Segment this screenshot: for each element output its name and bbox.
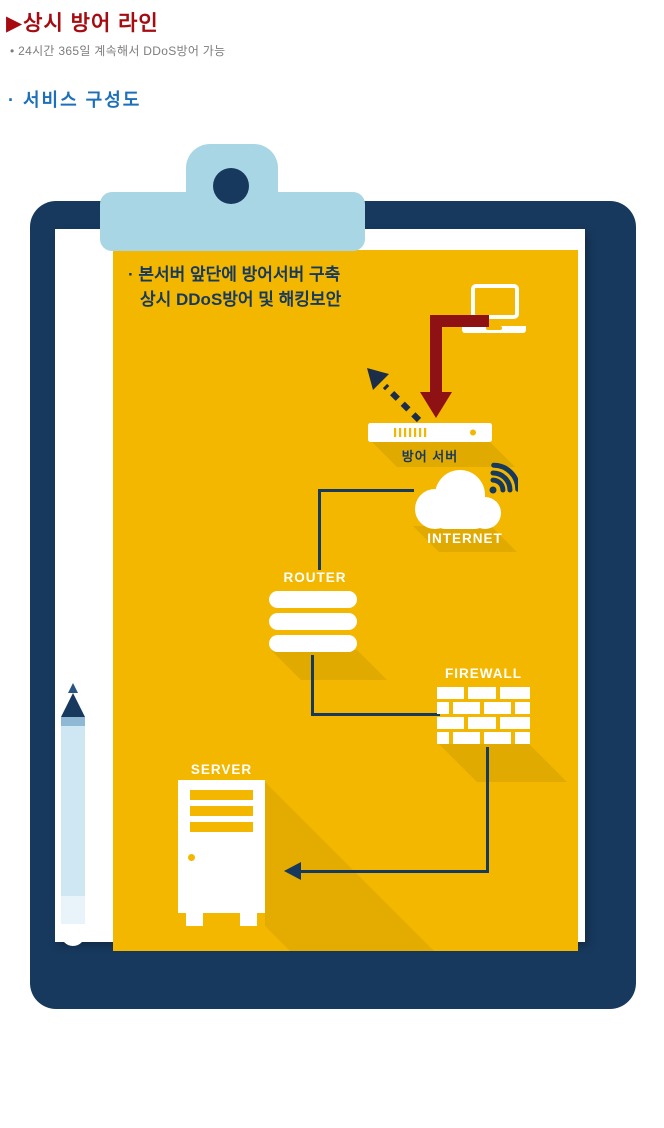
router-bar (269, 635, 357, 652)
paper-sheet-yellow: · 본서버 앞단에 방어서버 구축 상시 DDoS방어 및 해킹보안 (113, 250, 578, 951)
pen-lower (61, 896, 85, 924)
server-slot (190, 790, 253, 800)
server-tower-icon (178, 780, 265, 913)
defense-server-label: 방어 서버 (401, 449, 459, 464)
attack-arrow-icon (415, 312, 491, 426)
connector-router-firewall-h (311, 713, 440, 716)
router-stack-icon (269, 591, 357, 657)
router-bar (269, 613, 357, 630)
shadow (439, 744, 567, 782)
router-label: ROUTER (283, 570, 347, 585)
server-led-dot (188, 854, 195, 861)
deflect-dashed-arrow-icon (361, 362, 425, 426)
pen-body (61, 726, 85, 896)
page-subtitle: • 24시간 365일 계속해서 DDoS방어 가능 (10, 44, 226, 58)
section-title: · 서비스 구성도 (8, 90, 142, 110)
wifi-signal-icon (468, 450, 521, 500)
cloud-icon (405, 463, 507, 535)
pen (59, 683, 87, 946)
internet-label: INTERNET (427, 531, 503, 546)
connector-firewall-v (486, 747, 489, 873)
laptop-icon (458, 284, 530, 350)
flow-arrowhead-icon (284, 862, 301, 880)
connector-cloud-router-v (318, 489, 321, 570)
pen-collar (61, 717, 85, 726)
router-bar (269, 591, 357, 608)
pen-tip (68, 683, 78, 693)
connector-router-v (311, 655, 314, 716)
server-slot (190, 806, 253, 816)
firewall-brick-icon (437, 687, 530, 745)
connector-cloud-h (318, 489, 414, 492)
server-slot (190, 822, 253, 832)
server-foot (240, 913, 257, 926)
connector-firewall-server-h (300, 870, 489, 873)
shadow (265, 782, 545, 951)
note-line-2: 상시 DDoS방어 및 해킹보안 (140, 290, 342, 309)
page-title: ▶상시 방어 라인 (6, 12, 159, 35)
server-label: SERVER (190, 762, 253, 777)
clipboard-clip-hole (213, 168, 249, 204)
pen-cap (61, 924, 85, 946)
note-line-1: · 본서버 앞단에 방어서버 구축 (128, 265, 341, 284)
firewall-label: FIREWALL (445, 666, 522, 681)
pen-nib (61, 693, 85, 717)
defense-server-bar-icon (368, 423, 492, 442)
server-foot (186, 913, 203, 926)
diagram-note: · 본서버 앞단에 방어서버 구축 상시 DDoS방어 및 해킹보안 (128, 262, 341, 312)
